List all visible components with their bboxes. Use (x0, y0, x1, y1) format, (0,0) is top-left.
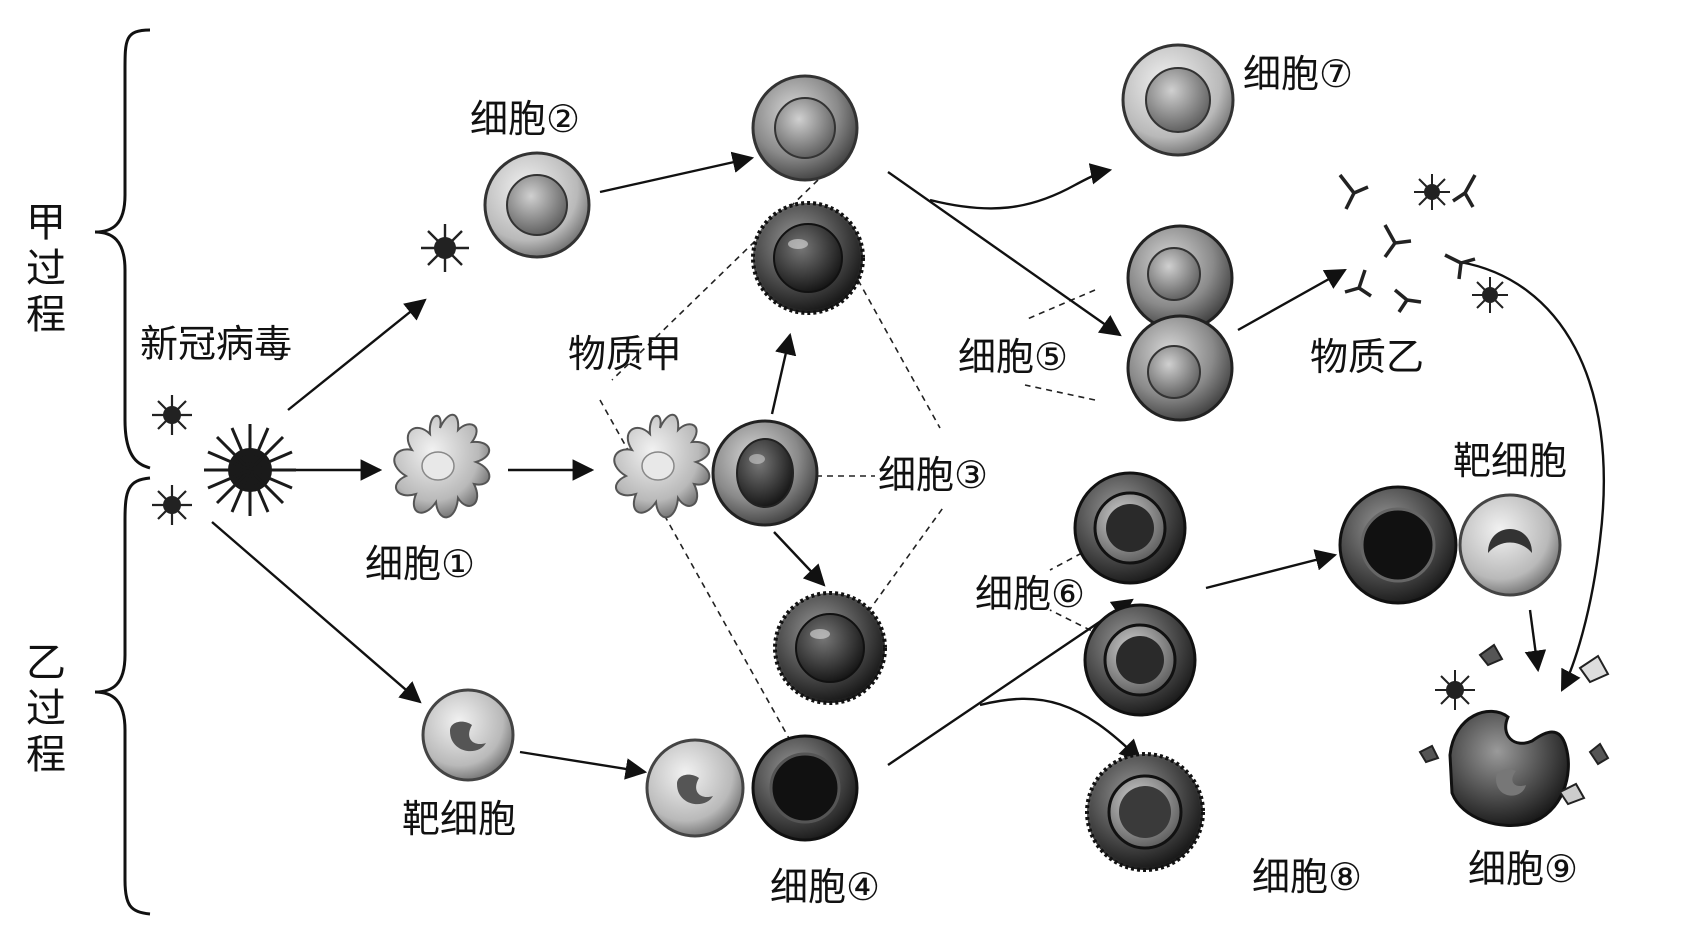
brace-yi (94, 476, 151, 916)
cell3-label: 细胞③ (878, 453, 989, 497)
virus-small-1-icon (152, 395, 192, 435)
arrows (211, 151, 1605, 780)
process-jia-label: 甲 过 程 (26, 200, 66, 338)
helper-cell-lower-icon (773, 591, 887, 705)
target-cell-left-label: 靶细胞 (402, 797, 517, 841)
virus-cell9-left-icon (1435, 670, 1475, 710)
activated-cell-top-icon (751, 74, 859, 182)
antibodies-icon (1338, 173, 1477, 313)
cell6-lower-icon (1083, 603, 1197, 717)
dendritic-presenting-cell-icon (613, 413, 711, 519)
cell1-label: 细胞① (365, 542, 476, 586)
cell-fragments-icon (1418, 643, 1610, 806)
helper-cell-upper-icon (751, 201, 865, 315)
cell4-icon (751, 734, 859, 842)
cell8-icon (1085, 752, 1205, 872)
cell7-label: 细胞⑦ (1243, 52, 1354, 96)
substance-yi-label: 物质乙 (1310, 335, 1425, 379)
cell4-label: 细胞④ (770, 865, 881, 909)
virus-antibody-area-1-icon (1414, 174, 1450, 210)
virus-antibody-area-2-icon (1472, 277, 1508, 313)
cell5-upper-icon (1126, 224, 1234, 332)
substance-jia-label: 物质甲 (568, 332, 683, 376)
cell6-label: 细胞⑥ (975, 572, 1086, 616)
cell3-icon (711, 419, 819, 527)
cell7-icon (1121, 43, 1235, 157)
cell1-dendritic-icon (393, 413, 491, 519)
process-yi-label: 乙 过 程 (26, 640, 66, 778)
target-cell-right-label: 靶细胞 (1453, 439, 1568, 483)
target-cell-right-icon (1458, 493, 1562, 597)
cell8-label: 细胞⑧ (1252, 855, 1363, 899)
virus-small-2-icon (152, 485, 192, 525)
virus-near-cell2-icon (421, 224, 469, 272)
virus-large-icon (204, 424, 296, 516)
virus-label: 新冠病毒 (140, 322, 293, 366)
cell6-upper-icon (1073, 471, 1187, 585)
target-cell-bound-icon (645, 738, 745, 838)
cell9-lysed-icon (1448, 709, 1570, 827)
cell2-icon (483, 151, 591, 259)
effector-cell-right-icon (1338, 485, 1458, 605)
cell5-label: 细胞⑤ (958, 335, 1069, 379)
cell5-lower-icon (1126, 314, 1234, 422)
cell9-label: 细胞⑨ (1468, 847, 1579, 891)
cell2-label: 细胞② (470, 97, 581, 141)
brace-jia (94, 28, 151, 470)
target-cell-left-icon (421, 688, 515, 782)
